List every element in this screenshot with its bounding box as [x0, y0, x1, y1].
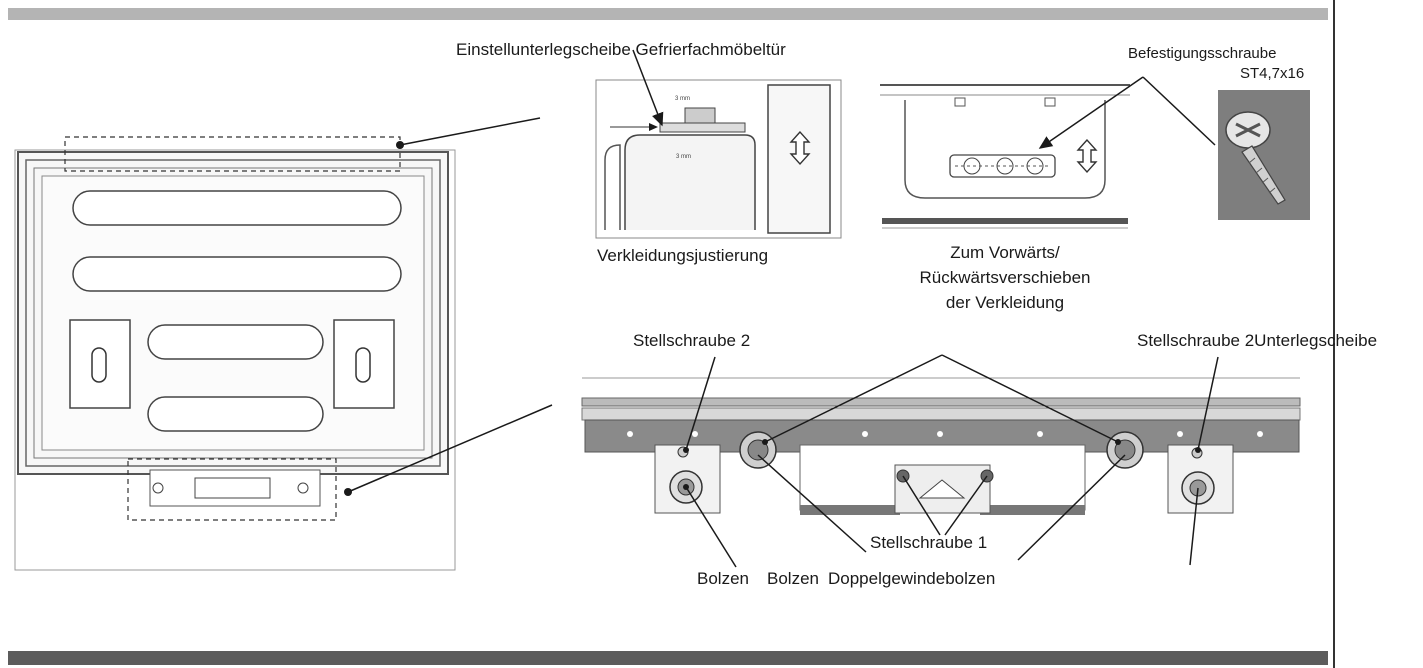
- hinge-rail-detail: [581, 354, 1301, 568]
- label-bolt-2: Bolzen: [767, 569, 819, 588]
- dim-label-bottom: 3 mm: [676, 154, 691, 160]
- label-move-line3: der Verkleidung: [945, 293, 1065, 312]
- bottom-rule: [8, 651, 1328, 665]
- label-fixing-screw-size: ST4,7x16: [1240, 65, 1305, 82]
- label-fixing-screw: Befestigungsschraube: [1128, 45, 1277, 62]
- label-adjust-screw-2-left: Stellschraube 2: [633, 331, 751, 350]
- label-double-threaded-bolt: Doppelgewindebolzen: [828, 569, 996, 588]
- page-edge-line: [1333, 0, 1335, 668]
- top-rule: [8, 8, 1328, 20]
- label-move-line2: Rückwärtsverschieben: [919, 268, 1091, 287]
- screw-photo: [1218, 90, 1310, 220]
- label-move-line1: Zum Vorwärts/: [950, 243, 1060, 262]
- shim-detail: [595, 49, 842, 239]
- label-shim: Einstellunterlegscheibe Gefrierfachmöbel…: [456, 40, 786, 59]
- label-adjust-screw-1: Stellschraube 1: [870, 533, 988, 552]
- label-bolt-1: Bolzen: [697, 569, 749, 588]
- label-adjust-screw-2-washer: Stellschraube 2Unterlegscheibe: [1137, 331, 1378, 350]
- dim-label-top: 3 mm: [675, 96, 690, 102]
- door-panel-overview: [14, 117, 553, 571]
- level-detail: [880, 76, 1216, 229]
- label-panel-adjust: Verkleidungsjustierung: [597, 246, 769, 265]
